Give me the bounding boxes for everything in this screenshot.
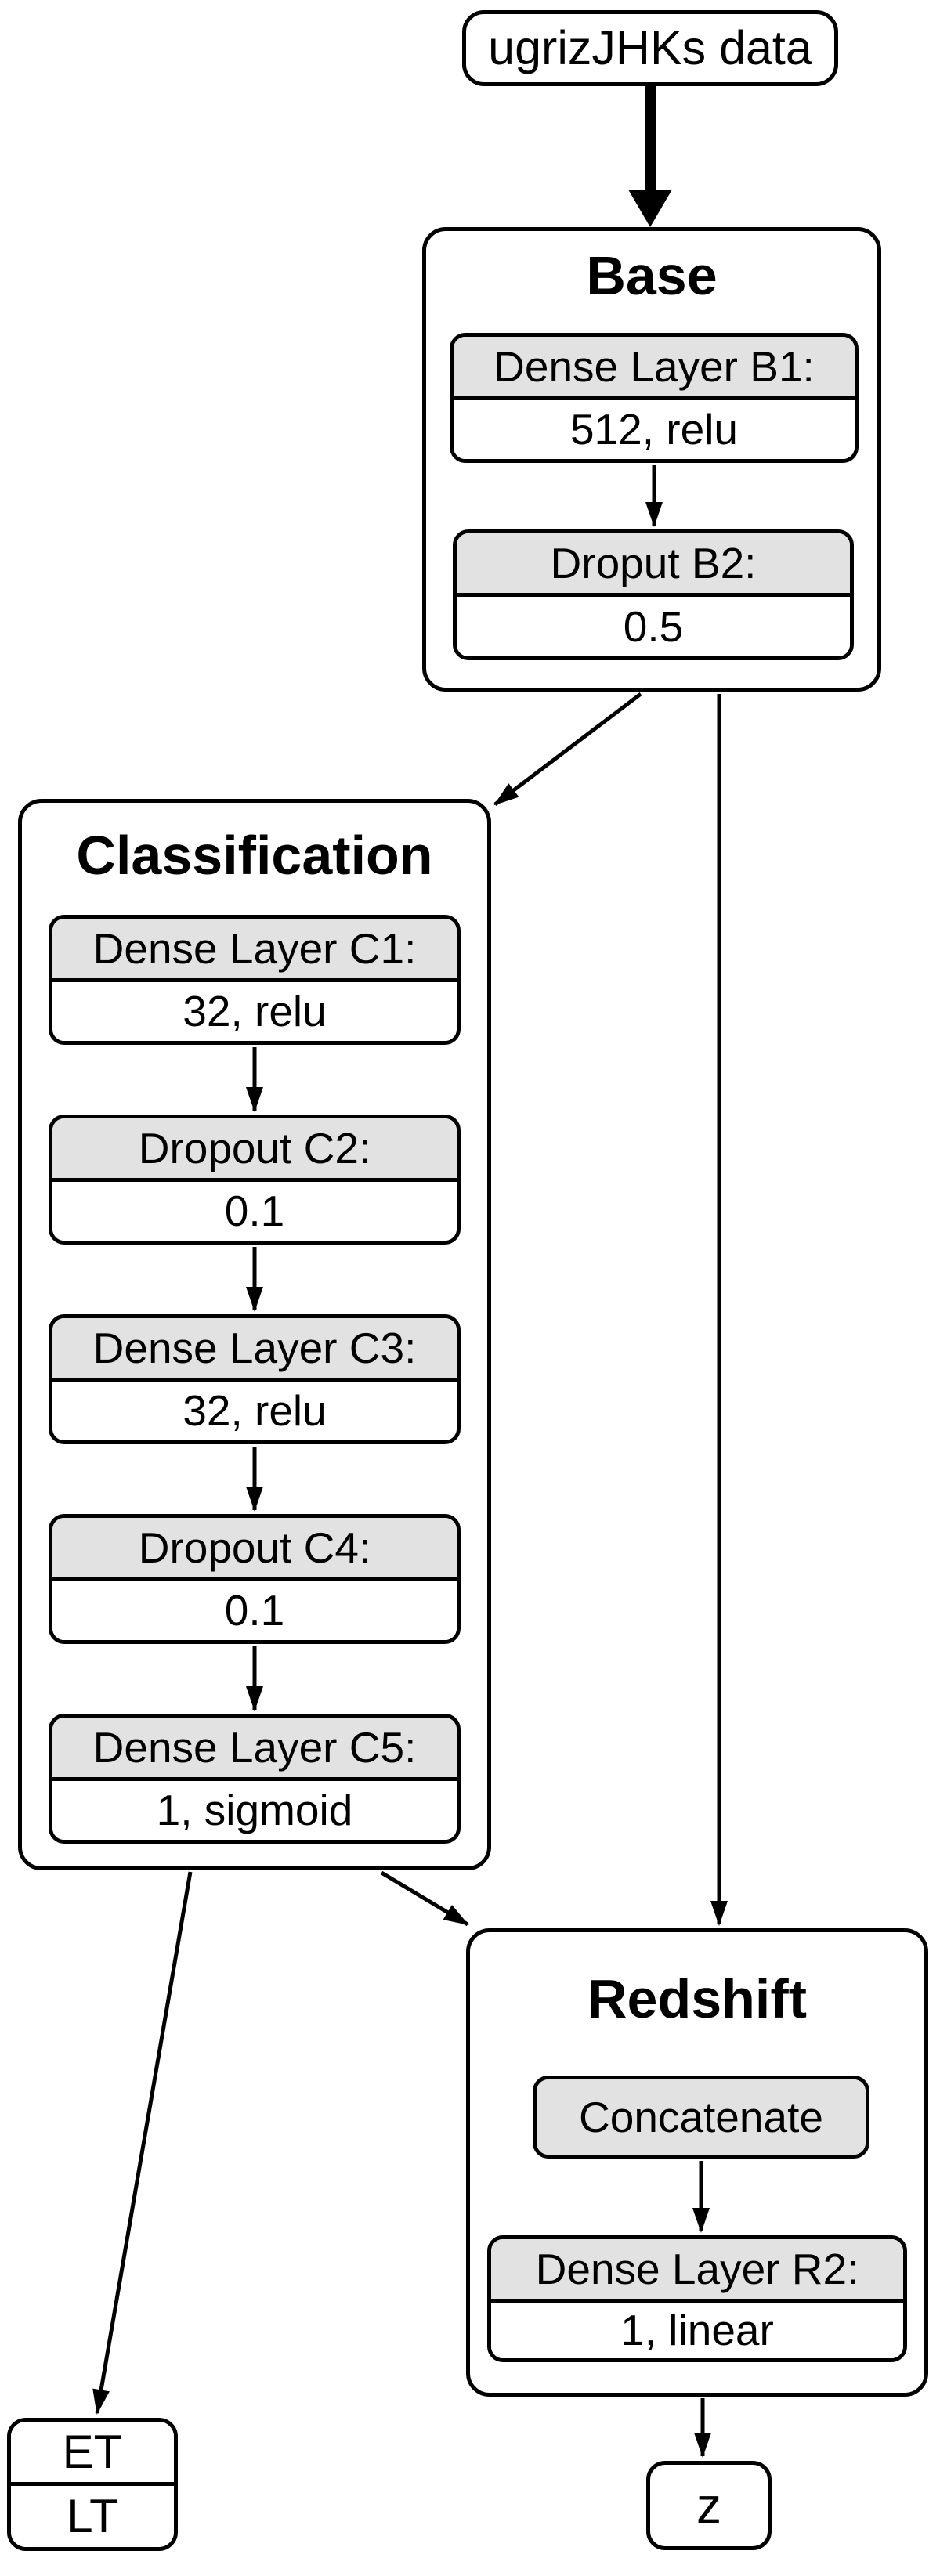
node-dense-c1: Dense Layer C1: 32, relu: [49, 915, 461, 1045]
node-dropout-c4-body: 0.1: [52, 1581, 457, 1640]
node-concatenate: Concatenate: [533, 2076, 870, 2159]
redshift-group-title: Redshift: [588, 1968, 807, 2029]
classification-group-title: Classification: [76, 825, 433, 886]
node-dropout-c4-header: Dropout C4:: [52, 1518, 457, 1581]
node-dense-c1-body: 32, relu: [52, 982, 457, 1041]
node-dropout-b2-header: Droput B2:: [457, 533, 850, 597]
output-et-cell: ET: [11, 2422, 174, 2486]
output-lt-cell: LT: [11, 2486, 174, 2547]
node-dense-r2: Dense Layer R2: 1, linear: [487, 2235, 907, 2362]
node-dropout-c4: Dropout C4: 0.1: [49, 1514, 461, 1644]
node-dense-c5: Dense Layer C5: 1, sigmoid: [49, 1714, 461, 1844]
base-group-title: Base: [586, 245, 718, 306]
node-dense-c1-header: Dense Layer C1:: [52, 919, 457, 982]
edge-input-to-base-arrowhead: [628, 190, 672, 227]
node-dropout-c2-header: Dropout C2:: [52, 1118, 457, 1182]
node-dropout-b2-body: 0.5: [457, 597, 850, 656]
output-z-node: z: [646, 2461, 772, 2550]
node-dense-r2-header: Dense Layer R2:: [491, 2239, 903, 2303]
node-dense-b1: Dense Layer B1: 512, relu: [450, 333, 859, 463]
output-z-label: z: [696, 2477, 721, 2534]
edge-base-to-classification: [494, 692, 642, 806]
node-dropout-c2: Dropout C2: 0.1: [49, 1115, 461, 1245]
node-concatenate-label: Concatenate: [537, 2079, 866, 2155]
node-dense-c3-header: Dense Layer C3:: [52, 1318, 457, 1382]
node-dropout-c2-body: 0.1: [52, 1182, 457, 1241]
edge-classification-to-redshift: [380, 1870, 469, 1927]
node-dense-r2-body: 1, linear: [491, 2303, 903, 2358]
node-dense-c3: Dense Layer C3: 32, relu: [49, 1314, 461, 1444]
node-dense-c3-body: 32, relu: [52, 1382, 457, 1440]
input-data-node: ugrizJHKs data: [462, 10, 838, 86]
input-data-label: ugrizJHKs data: [488, 21, 812, 74]
node-dense-c5-header: Dense Layer C5:: [52, 1718, 457, 1781]
node-dense-b1-header: Dense Layer B1:: [454, 337, 855, 400]
node-dropout-b2: Droput B2: 0.5: [453, 529, 854, 660]
edge-classification-to-etlt: [92, 1871, 193, 2415]
node-dense-b1-body: 512, relu: [454, 400, 855, 459]
node-dense-c5-body: 1, sigmoid: [52, 1781, 457, 1840]
output-etlt-node: ET LT: [7, 2418, 178, 2551]
